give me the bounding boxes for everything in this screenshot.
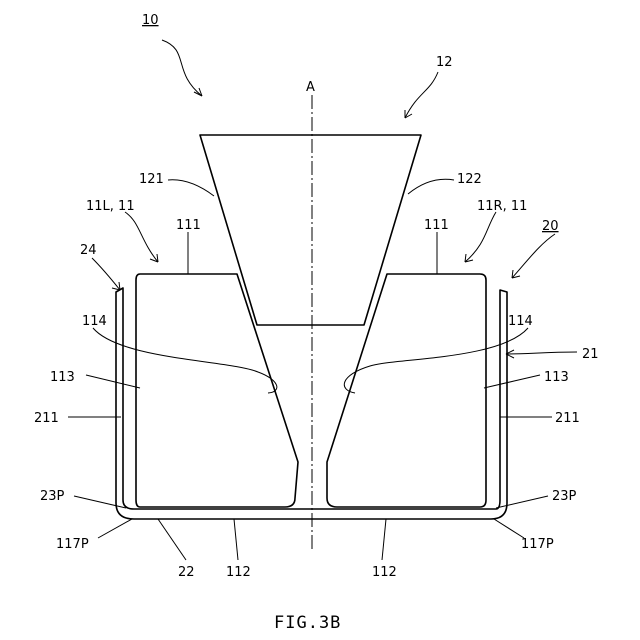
label-base: 22 [178,565,195,580]
label-wall-left: 211 [34,411,59,426]
wedge [200,135,421,325]
label-top-left: 111 [176,218,201,233]
label-left-block: 11L, 11 [86,199,135,214]
label-wall-right: 211 [555,411,580,426]
axis-label: A [306,80,315,95]
label-wedge: 12 [436,55,453,70]
label-corner-left: 23P [40,489,65,504]
label-foot-right: 117P [521,537,554,552]
label-outer-face-right: 113 [544,370,569,385]
label-wall-edge: 24 [80,243,97,258]
label-corner-right: 23P [552,489,577,504]
label-right-block: 11R, 11 [477,199,527,214]
label-inner-face-right: 114 [508,314,533,329]
label-bottom-left: 112 [226,565,251,580]
label-bottom-right: 112 [372,565,397,580]
label-holder: 20 [542,219,559,234]
figure-caption: FIG.3B [274,613,341,633]
left-block [136,274,298,507]
label-wedge-right-face: 122 [457,172,482,187]
label-holder-wall: 21 [582,347,599,362]
label-foot-left: 117P [56,537,89,552]
label-top-right: 111 [424,218,449,233]
label-outer-face-left: 113 [50,370,75,385]
label-inner-face-left: 114 [82,314,107,329]
label-assembly: 10 [142,13,159,28]
right-block [327,274,486,507]
label-wedge-left-face: 121 [139,172,164,187]
